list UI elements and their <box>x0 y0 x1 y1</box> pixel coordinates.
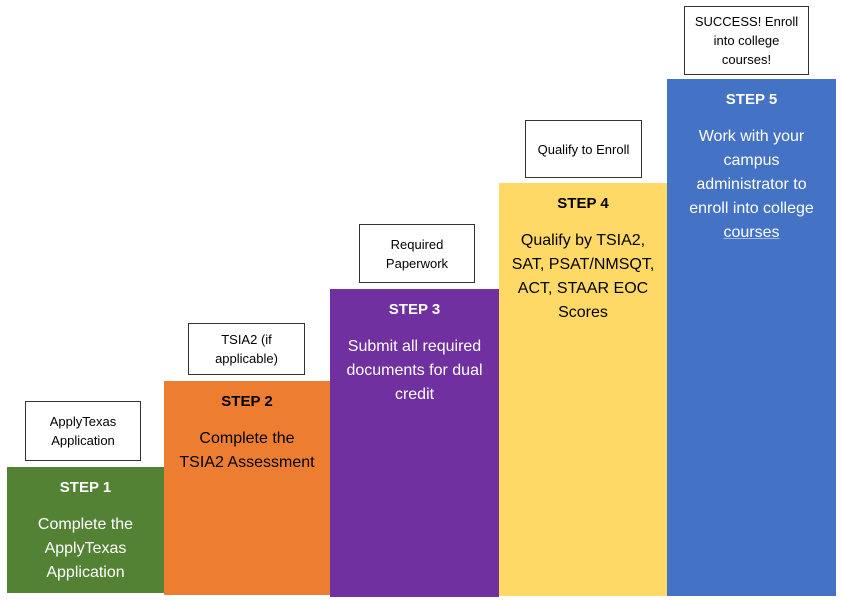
step-4-title: STEP 4 <box>557 195 609 212</box>
step-4-label-box: Qualify to Enroll <box>525 120 642 178</box>
step-3-description: Submit all required documents for dual c… <box>346 338 483 403</box>
step-1-description: Complete the ApplyTexas Application <box>37 516 134 581</box>
step-5-description-underlined: courses <box>723 224 780 241</box>
step-5-block: STEP 5 Work with your campus administrat… <box>667 79 836 596</box>
step-4-description: Qualify by TSIA2, SAT, PSAT/NMSQT, ACT, … <box>511 232 655 321</box>
step-5-title: STEP 5 <box>725 91 778 108</box>
step-4-block: STEP 4 Qualify by TSIA2, SAT, PSAT/NMSQT… <box>499 183 667 596</box>
step-5-label: SUCCESS! Enroll into college courses! <box>694 14 799 67</box>
step-1-title: STEP 1 <box>59 479 112 496</box>
step-3-block: STEP 3 Submit all required documents for… <box>330 289 499 597</box>
step-3-label: Required Paperwork <box>385 236 449 271</box>
step-5-description-wrapper: Work with your campus administrator to e… <box>667 125 836 245</box>
step-5-description: Work with your campus administrator to e… <box>689 128 814 217</box>
step-1-label-box: ApplyTexas Application <box>25 401 141 461</box>
step-2-label: TSIA2 (if applicable) <box>215 332 278 366</box>
step-2-title: STEP 2 <box>221 393 273 410</box>
step-2-description: Complete the TSIA2 Assessment <box>179 430 315 471</box>
step-1-label: ApplyTexas Application <box>49 414 117 448</box>
step-3-title: STEP 3 <box>388 301 441 318</box>
step-2-label-box: TSIA2 (if applicable) <box>188 323 305 375</box>
step-1-block: STEP 1 Complete the ApplyTexas Applicati… <box>7 467 164 593</box>
step-3-label-box: Required Paperwork <box>359 224 475 283</box>
step-2-block: STEP 2 Complete the TSIA2 Assessment <box>164 381 330 595</box>
step-5-label-box: SUCCESS! Enroll into college courses! <box>684 6 809 75</box>
step-4-label: Qualify to Enroll <box>537 141 630 157</box>
